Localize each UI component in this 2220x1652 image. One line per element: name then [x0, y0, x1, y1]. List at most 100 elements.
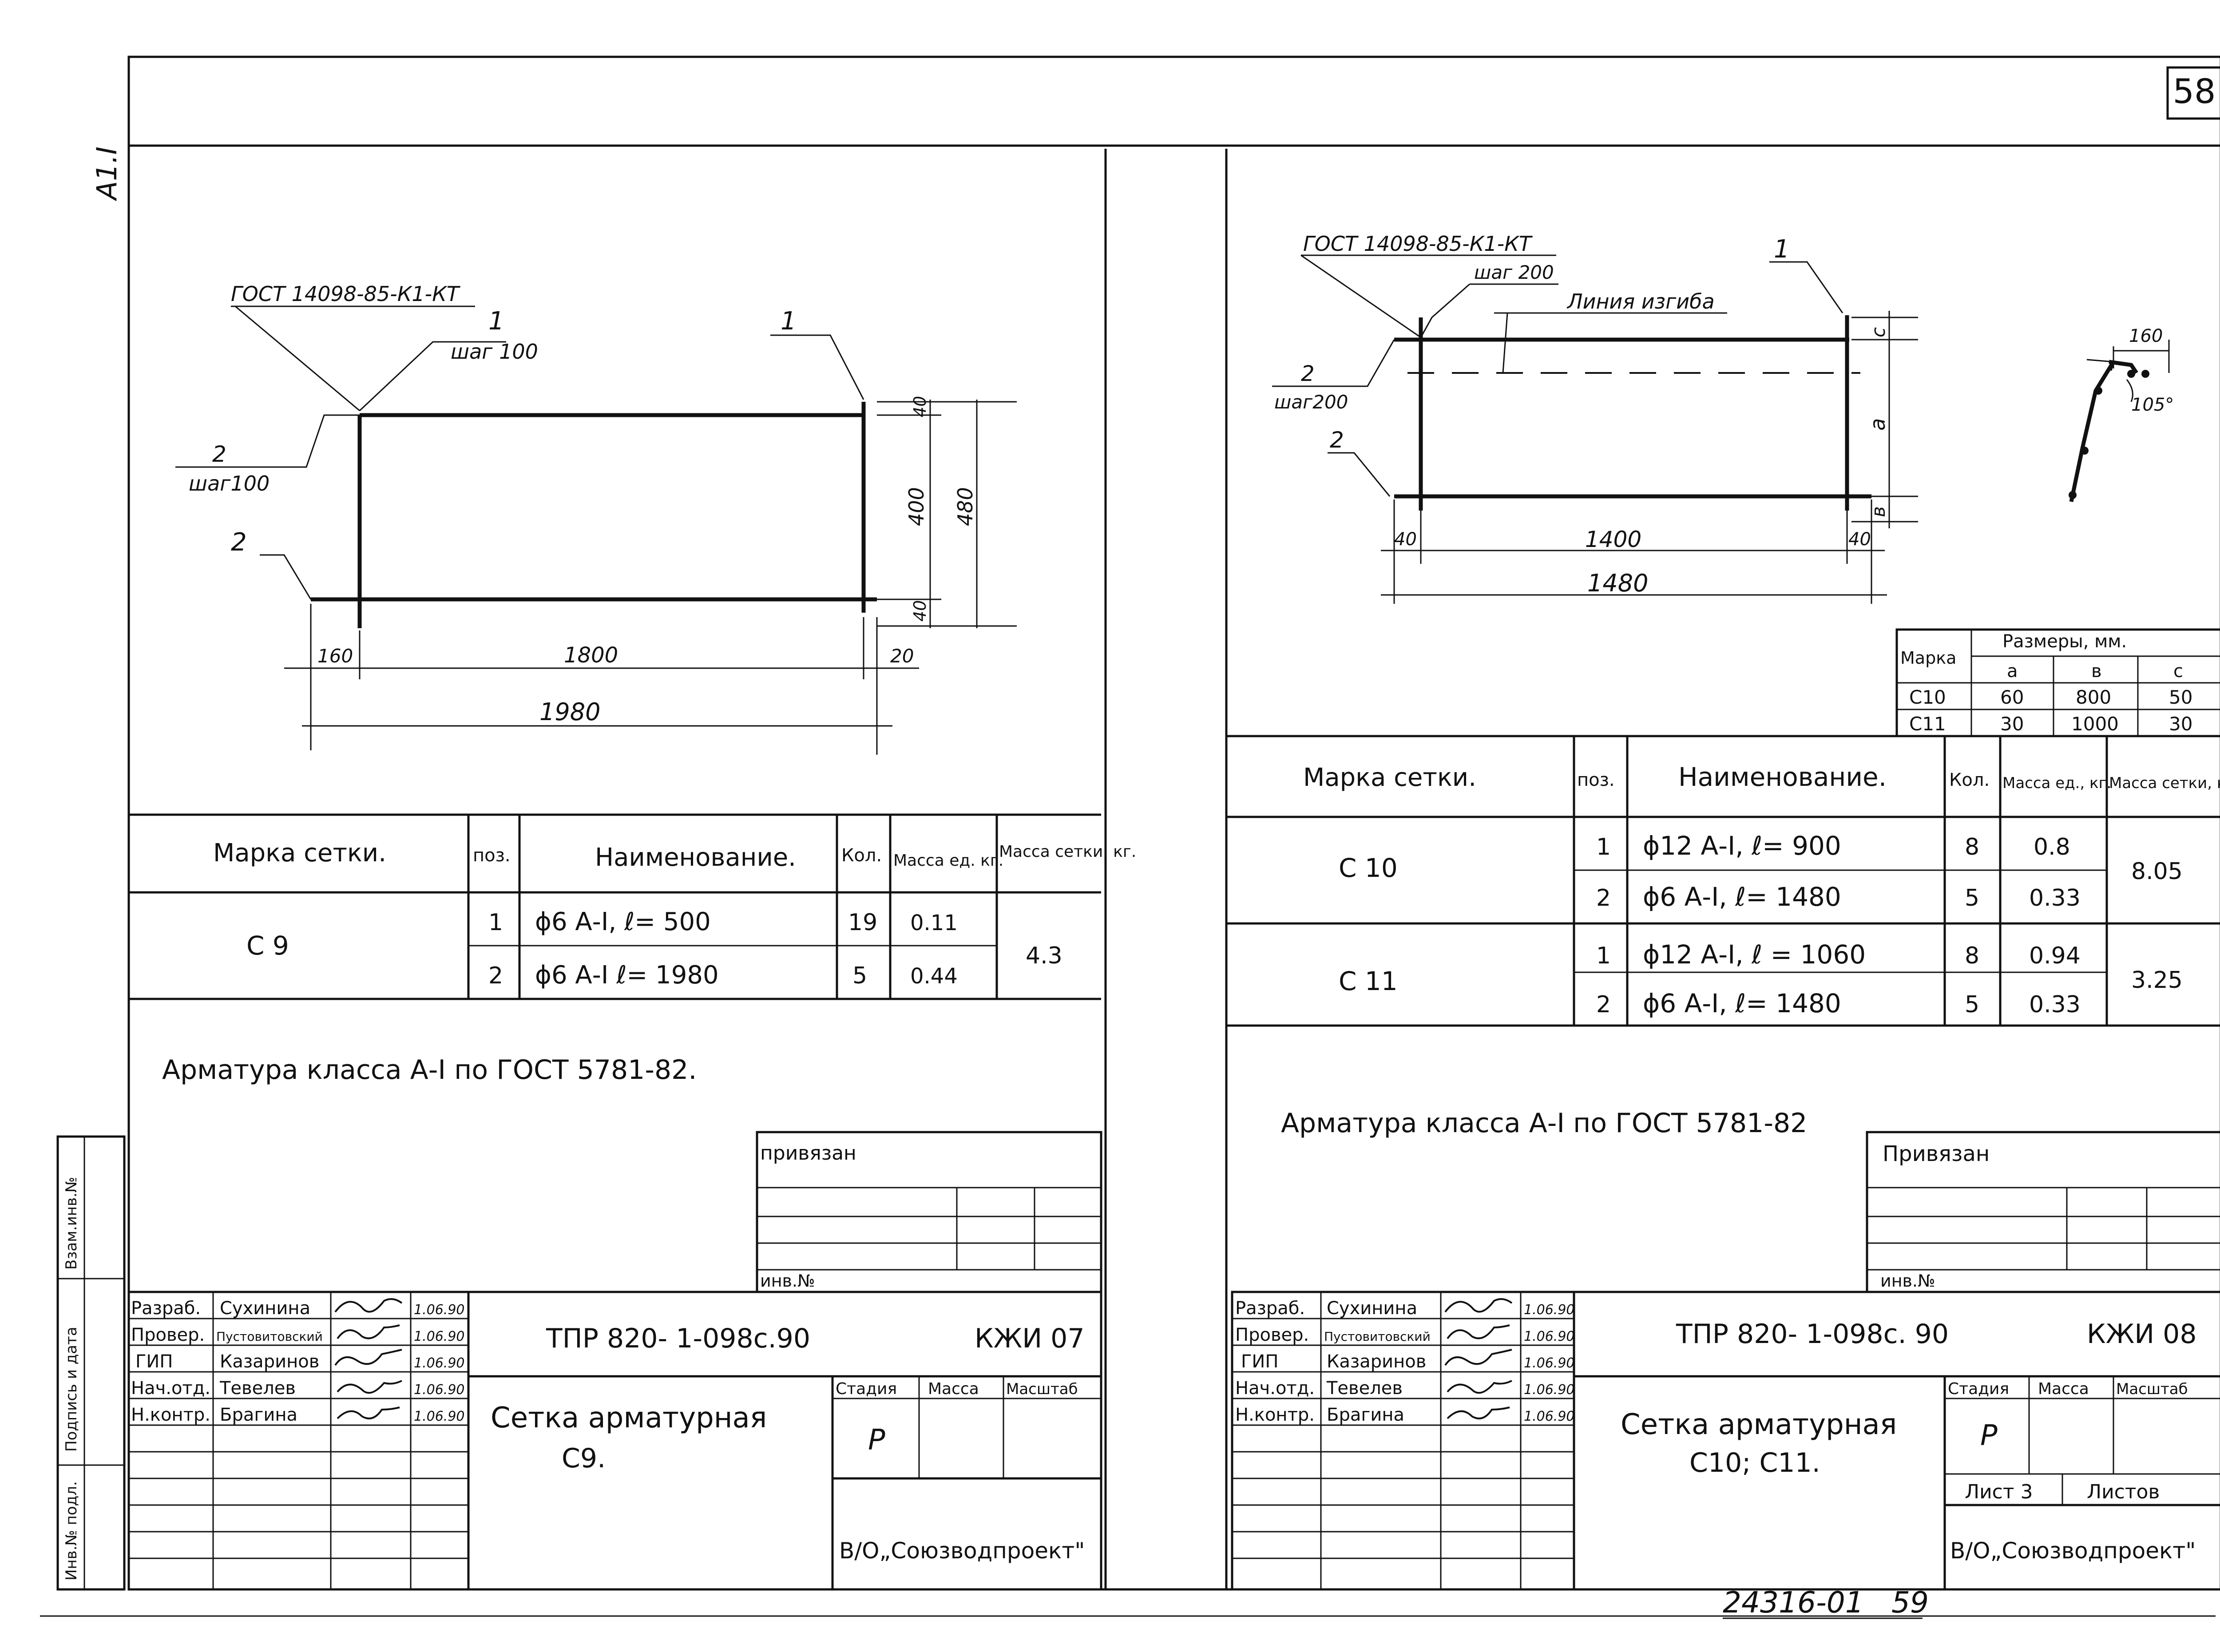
c10-step-top-label: шаг 200 — [1474, 261, 1554, 283]
c9-role-dept-head: Нач.отд. — [131, 1378, 210, 1398]
c9-inv-no-label: инв.№ — [760, 1271, 815, 1291]
c9-signatures — [334, 1298, 403, 1419]
c10-header-pos: поз. — [1577, 770, 1615, 790]
c9-header-unit-mass: Масса ед. кг. — [893, 852, 1003, 870]
c10-name-chief-engineer: Казаринов — [1327, 1351, 1426, 1372]
c10-dim-a: а — [1866, 418, 1890, 431]
c10-mass-label: Масса — [2038, 1380, 2089, 1398]
c10-c11-spec-table — [1226, 735, 2220, 1027]
size-table-c11-a: 30 — [2000, 713, 2024, 735]
c9-dim-inner-length: 1800 — [564, 643, 618, 668]
c9-role-norm-control: Н.контр. — [131, 1405, 210, 1425]
c9-title-block — [127, 1291, 1102, 1591]
c9-title-line2: С9. — [562, 1443, 606, 1474]
c9-mass-label: Масса — [928, 1380, 979, 1398]
size-table-c10-mark: С10 — [1909, 686, 1946, 708]
c9-dim-total-height: 480 — [953, 487, 977, 526]
c9-date-checker: 1.06.90 — [414, 1329, 465, 1344]
c11-item1-unit-mass: 0.94 — [2029, 943, 2081, 969]
c9-name-developer: Сухинина — [220, 1298, 310, 1319]
c10-signatures — [1444, 1298, 1513, 1419]
c10-name-norm-control: Брагина — [1327, 1405, 1404, 1425]
size-table-sizes-header: Размеры, мм. — [2002, 631, 2127, 652]
c10-item2-unit-mass: 0.33 — [2029, 885, 2081, 911]
c10-role-chief-engineer: ГИП — [1241, 1351, 1278, 1372]
c10-date-chief-engineer: 1.06.90 — [1524, 1355, 1575, 1371]
c10-header-mesh-mass: Масса сетки, кг. — [2109, 774, 2220, 792]
c10-title-block — [1231, 1291, 2220, 1591]
c9-doc-code: ТПР 820- 1-098с.90 — [546, 1323, 810, 1354]
c10-title-line1: Сетка арматурная — [1621, 1408, 1897, 1441]
c10-stage-label: Стадия — [1948, 1380, 2009, 1398]
c10-row-mesh-mass: 8.05 — [2131, 858, 2183, 885]
size-table-col-b: в — [2091, 661, 2102, 681]
c9-role-checker: Провер. — [131, 1325, 205, 1345]
c10-item1-name: ϕ12 А-I, ℓ= 900 — [1643, 831, 1841, 861]
c9-scale-label: Масштаб — [1006, 1380, 1078, 1398]
c9-role-chief-engineer: ГИП — [135, 1351, 173, 1372]
c9-item1-pos: 1 — [488, 909, 503, 936]
c9-pos2-top-label: 2 — [212, 441, 226, 467]
c10-title-line2: С10; С11. — [1689, 1447, 1820, 1478]
c10-date-dept-head: 1.06.90 — [1524, 1382, 1575, 1398]
c10-date-developer: 1.06.90 — [1524, 1302, 1575, 1318]
c9-row-mesh-mass: 4.3 — [1026, 943, 1062, 969]
c9-note: Арматура класса А-I по ГОСТ 5781-82. — [162, 1054, 697, 1085]
c10-doc-code: ТПР 820- 1-098с. 90 — [1676, 1319, 1949, 1350]
c10-item1-qty: 8 — [1965, 834, 1979, 860]
c10-pos2-top-label: 2 — [1301, 361, 1315, 386]
c9-gost-label: ГОСТ 14098-85-К1-КТ — [231, 282, 461, 306]
c9-dim-inner-height: 400 — [904, 487, 928, 526]
c9-pos1-right-label: 1 — [781, 307, 797, 336]
c9-date-dept-head: 1.06.90 — [414, 1382, 465, 1398]
archive-sheet-number: 59 — [1891, 1585, 1929, 1620]
c9-date-norm-control: 1.06.90 — [414, 1409, 465, 1424]
mesh-c10-c11-drawing — [1272, 254, 2170, 604]
c11-item2-unit-mass: 0.33 — [2029, 991, 2081, 1018]
c10-date-norm-control: 1.06.90 — [1524, 1409, 1575, 1424]
c10-pos2-bottom-label: 2 — [1330, 427, 1344, 453]
c9-sheet-code: КЖИ 07 — [975, 1323, 1085, 1354]
c9-dim-left-overhang: 160 — [317, 645, 353, 667]
c10-dim-c: с — [1867, 327, 1889, 337]
c10-role-norm-control: Н.контр. — [1235, 1405, 1315, 1425]
c10-header-name: Наименование. — [1678, 762, 1887, 792]
c10-item1-unit-mass: 0.8 — [2034, 834, 2070, 860]
c9-item2-unit-mass: 0.44 — [910, 964, 958, 989]
c10-dim-b: в — [1867, 506, 1889, 517]
size-table-col-a: а — [2007, 661, 2018, 681]
c10-privyazan-label: Привязан — [1883, 1141, 1990, 1166]
c10-name-dept-head: Тевелев — [1326, 1378, 1403, 1398]
c11-item1-qty: 8 — [1965, 943, 1979, 969]
c10-dim-right-end: 40 — [1848, 529, 1871, 550]
c11-item2-name: ϕ6 А-I, ℓ= 1480 — [1643, 988, 1841, 1018]
c9-date-chief-engineer: 1.06.90 — [414, 1355, 465, 1371]
stamp-signature-date: Подпись и дата — [63, 1327, 80, 1452]
c9-item1-name: ϕ6 А-I, ℓ= 500 — [535, 907, 711, 936]
c9-dim-total-length: 1980 — [539, 698, 600, 726]
c9-item2-qty: 5 — [852, 963, 867, 989]
c10-step2-label: шаг200 — [1274, 391, 1348, 413]
c10-sheet-label: Лист 3 — [1965, 1481, 2033, 1503]
archive-number: 24316-01 — [1723, 1585, 1864, 1620]
c11-item1-pos: 1 — [1596, 943, 1611, 969]
c9-step1-label: шаг 100 — [451, 340, 538, 364]
c9-org: В/О„Союзводпроект" — [839, 1538, 1085, 1564]
c10-header-mark: Марка сетки. — [1303, 763, 1476, 792]
c9-name-chief-engineer: Казаринов — [220, 1351, 319, 1372]
c10-role-developer: Разраб. — [1235, 1298, 1305, 1319]
c10-role-dept-head: Нач.отд. — [1235, 1378, 1315, 1398]
detail-angle-label: 105° — [2131, 395, 2174, 415]
format-label: А1.I — [91, 147, 123, 202]
c11-row-mark: С 11 — [1339, 966, 1398, 996]
c9-header-name: Наименование. — [595, 843, 796, 872]
size-table-c10-a: 60 — [2000, 686, 2024, 708]
c10-org: В/О„Союзводпроект" — [1950, 1538, 2196, 1564]
stamp-original-inv: Инв.№ подл. — [63, 1481, 80, 1581]
size-table-c10-c: 50 — [2169, 686, 2192, 708]
c10-item1-pos: 1 — [1596, 834, 1611, 860]
c9-dim-top-end: 40 — [910, 396, 930, 417]
c11-item2-qty: 5 — [1965, 991, 1979, 1018]
c9-item2-name: ϕ6 А-I ℓ= 1980 — [535, 961, 719, 990]
c10-sheets-label: Листов — [2087, 1481, 2160, 1503]
